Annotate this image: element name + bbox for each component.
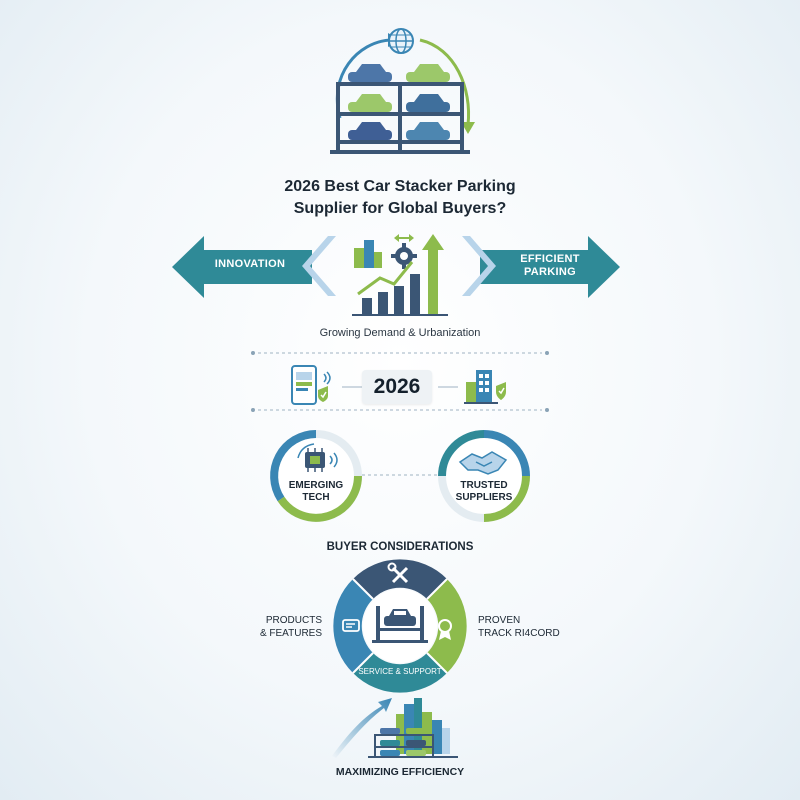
dotted-separator-bottom (251, 408, 549, 412)
buyer-considerations-ring (333, 559, 467, 693)
car-icon-3 (348, 94, 392, 112)
wrench-screwdriver-icon (387, 562, 409, 584)
innovation-arrow (172, 236, 312, 298)
car-icon-1 (348, 64, 392, 82)
trusted-suppliers-label: TRUSTED SUPPLIERS (444, 480, 524, 504)
products-features-line-2: & FEATURES (259, 628, 322, 639)
upward-swoosh-arrow-icon (332, 698, 392, 758)
circles-connector (362, 474, 438, 476)
chevron-left-icon (302, 236, 336, 296)
handshake-icon (458, 451, 508, 475)
emerging-tech-circle (270, 430, 362, 522)
ring-segment-right (427, 579, 467, 673)
trusted-suppliers-line-1: TRUSTED (460, 480, 508, 491)
city-buildings-icon (354, 240, 382, 268)
proven-track-record-line-2: TRACK RI4CORD (478, 628, 560, 639)
proven-track-record-label: PROVEN TRACK RI4CORD (478, 614, 588, 640)
efficient-parking-line-1: EFFICIENT (520, 253, 580, 265)
car-icon-5 (348, 122, 392, 140)
cycle-arrow-green-icon (419, 38, 471, 126)
car-icon-4 (406, 94, 450, 112)
trusted-suppliers-line-2: SUPPLIERS (455, 492, 513, 503)
emerging-tech-line-2: TECH (302, 492, 330, 503)
secure-building-icon (464, 370, 506, 404)
efficient-parking-label: EFFICIENT PARKING (500, 253, 600, 279)
growth-caption: Growing Demand & Urbanization (319, 327, 481, 339)
year-badge: 2026 (362, 370, 432, 404)
exchange-arrows-icon (394, 234, 414, 242)
innovation-label: INNOVATION (214, 258, 286, 270)
car-icon-2 (406, 64, 450, 82)
page-title: 2026 Best Car Stacker Parking Supplier f… (0, 176, 800, 220)
products-features-label: PRODUCTS & FEATURES (230, 614, 322, 640)
ring-segment-top (353, 559, 447, 599)
chevron-right-icon (462, 236, 496, 296)
efficiency-city-illustration (332, 698, 458, 758)
efficient-parking-arrow (480, 236, 620, 298)
buyer-considerations-heading: BUYER CONSIDERATIONS (326, 541, 474, 553)
title-line-1: 2026 Best Car Stacker Parking (284, 178, 516, 195)
dotted-separator-top (251, 351, 549, 355)
footer-caption: MAXIMIZING EFFICIENCY (335, 766, 465, 778)
emerging-tech-line-1: EMERGING (288, 480, 344, 491)
ring-segment-left (333, 579, 373, 673)
efficient-parking-line-2: PARKING (523, 266, 576, 278)
trusted-suppliers-circle (438, 430, 530, 522)
service-support-label: SERVICE & SUPPORT (358, 667, 442, 676)
car-lift-icon (372, 606, 428, 643)
features-chat-icon (342, 619, 360, 632)
year-connector-line (342, 386, 458, 388)
emerging-tech-label: EMERGING TECH (276, 480, 356, 504)
chip-icon (305, 448, 325, 472)
ring-segment-bottom (353, 653, 447, 693)
award-badge-icon (438, 619, 452, 640)
stacker-frame-icon (330, 82, 470, 154)
proven-track-record-line-1: PROVEN (478, 615, 521, 626)
car-stacker-hero-icon (330, 28, 475, 154)
car-icon-6 (406, 122, 450, 140)
growth-chart-icon (352, 234, 448, 316)
gear-icon (391, 243, 417, 269)
smartphone-app-icon (291, 365, 331, 405)
products-features-line-1: PRODUCTS (265, 615, 322, 626)
mini-stacker-icon (374, 728, 434, 756)
globe-icon (388, 28, 414, 54)
title-line-2: Supplier for Global Buyers? (293, 200, 507, 217)
